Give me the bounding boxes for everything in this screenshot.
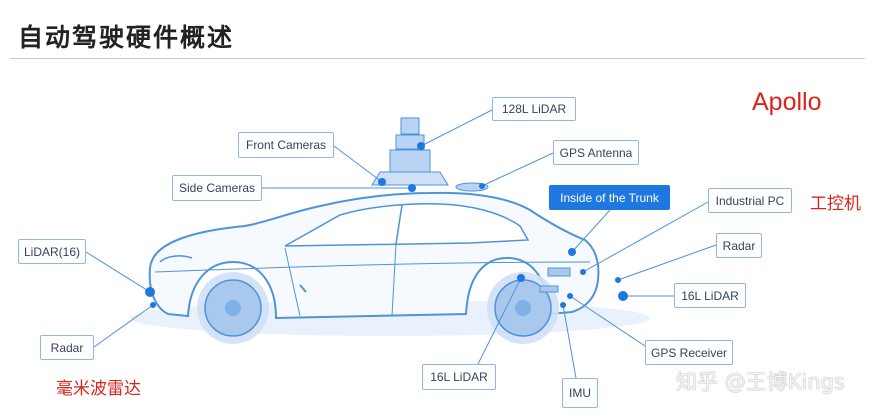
- marker-imu: [560, 302, 566, 308]
- marker-lidar16-bottom: [517, 274, 525, 282]
- label-lidar16-left: LiDAR(16): [18, 239, 86, 264]
- roof-sensor-rack: [371, 117, 449, 186]
- marker-gps-receiver: [567, 293, 573, 299]
- marker-lidar128: [417, 142, 425, 150]
- label-radar-right: Radar: [716, 233, 762, 258]
- car-window: [284, 203, 530, 247]
- label-side-cameras: Side Cameras: [172, 175, 262, 201]
- line-trunk: [571, 209, 611, 253]
- label-industrial-pc: Industrial PC: [708, 188, 792, 213]
- page-title: 自动驾驶硬件概述: [18, 23, 235, 52]
- marker-lidar16-left: [145, 287, 155, 297]
- line-lidar128: [420, 109, 493, 147]
- door-line-2: [391, 243, 397, 317]
- line-lidar16-left: [85, 251, 151, 293]
- headlight: [159, 255, 193, 263]
- trunk-device: [547, 267, 571, 277]
- marker-radar-left: [150, 302, 156, 308]
- mirror: [299, 284, 307, 293]
- label-lidar16-right: 16L LiDAR: [674, 283, 746, 308]
- label-gps-receiver: GPS Receiver: [645, 340, 733, 365]
- line-radar-left: [93, 304, 154, 348]
- note-industrial-pc: 工控机: [810, 194, 861, 214]
- label-gps-antenna: GPS Antenna: [553, 140, 639, 165]
- line-radar-right: [617, 244, 717, 281]
- marker-lidar16-right: [618, 291, 628, 301]
- marker-side-cameras: [408, 184, 416, 192]
- marker-industrial-pc: [580, 269, 586, 275]
- label-inside-trunk: Inside of the Trunk: [549, 185, 670, 210]
- rear-wheel: [487, 272, 559, 344]
- sensor-markers: [145, 142, 628, 308]
- watermark: 知乎 @王博Kings: [676, 370, 845, 394]
- callout-lines: [85, 109, 717, 379]
- marker-front-cameras: [378, 178, 386, 186]
- line-front-cameras: [333, 145, 383, 183]
- line-gps-antenna: [481, 152, 554, 187]
- body-crease: [154, 261, 591, 273]
- line-lidar16-bottom: [477, 277, 522, 365]
- label-radar-left: Radar: [40, 335, 94, 360]
- marker-trunk: [568, 248, 576, 256]
- label-front-cameras: Front Cameras: [238, 132, 334, 158]
- door-line-1: [284, 247, 301, 317]
- front-wheel: [197, 272, 269, 344]
- trunk-device-2: [539, 285, 559, 293]
- line-gps-receiver: [569, 295, 646, 347]
- marker-gps-antenna: [479, 183, 485, 189]
- line-imu: [562, 304, 577, 379]
- label-lidar16-bottom: 16L LiDAR: [422, 364, 496, 390]
- label-imu: IMU: [562, 378, 598, 408]
- note-radar: 毫米波雷达: [56, 379, 141, 399]
- marker-radar-right: [615, 277, 621, 283]
- title-divider: [10, 58, 865, 59]
- line-industrial-pc: [582, 201, 709, 273]
- label-lidar128: 128L LiDAR: [492, 97, 576, 121]
- window-pillar: [395, 204, 403, 245]
- apollo-brand: Apollo: [752, 88, 822, 116]
